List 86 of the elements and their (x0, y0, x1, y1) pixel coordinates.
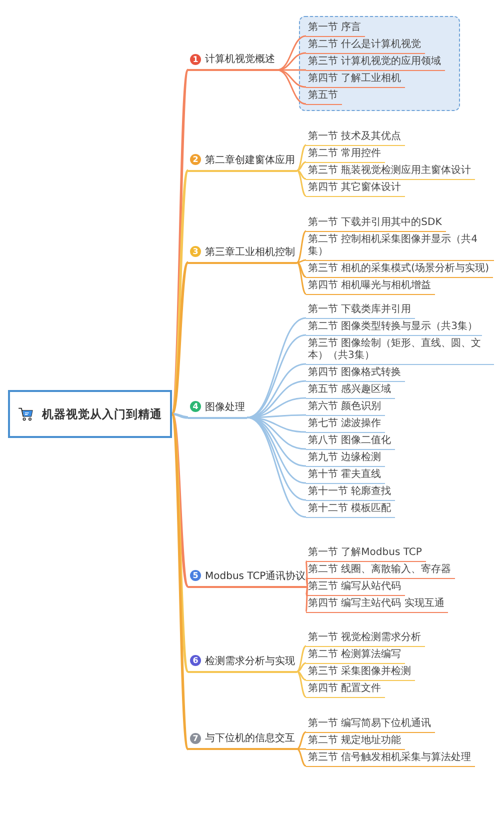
number-badge: 4 (190, 401, 201, 412)
branch-title: 计算机视觉概述 (205, 52, 275, 66)
subtopic-label: 第三节 采集图像并检测 (306, 666, 416, 681)
root-topic (8, 390, 172, 438)
branch-line (296, 662, 306, 672)
branch-line (276, 35, 306, 71)
subtopic-label: 第七节 滤波操作 (306, 418, 386, 433)
subtopic-label: 第四节 图像格式转换 (306, 367, 406, 382)
branch-line (170, 413, 190, 588)
subtopic-label: 第四节 编写主站代码 实现互通 (306, 598, 448, 613)
subtopic-label: 第一节 视觉检测需求分析 (306, 632, 426, 647)
branch-line (305, 578, 308, 587)
subtopic-label: 第十一节 轮廓查找 (306, 486, 396, 501)
subtopic-label: 第二节 规定地址功能 (306, 735, 406, 750)
branch-line (170, 414, 190, 750)
root-title: 机器视觉从入门到精通 (42, 406, 162, 422)
branch-line (305, 586, 308, 612)
subtopic-label: 第三节 计算机视觉的应用领域 (306, 56, 446, 71)
branch-line (296, 230, 306, 264)
branch-topic (188, 568, 308, 588)
subtopic-label: 第三节 相机的采集模式(场景分析与实现) (306, 263, 493, 278)
subtopic-label: 第一节 下载并引用其中的SDK (306, 217, 446, 232)
subtopic-label: 第三节 图像绘制（矩形、直线、圆、文本）（共3集） (306, 338, 494, 365)
branch-topic (188, 244, 297, 264)
branch-line (296, 645, 306, 672)
subtopic-label: 第五节 (306, 90, 342, 105)
branch-title: 图像处理 (205, 400, 245, 414)
subtopic-label: 第一节 序言 (306, 22, 366, 37)
branch-line (296, 259, 306, 264)
subtopic-label: 第九节 边缘检测 (306, 452, 386, 467)
branch-title: Modbus TCP通讯协议 (205, 570, 306, 582)
number-badge: 3 (190, 246, 201, 257)
number-badge: 6 (190, 655, 201, 666)
subtopic-label: 第十二节 模板匹配 (306, 503, 396, 518)
branch-line (296, 170, 306, 180)
subtopic-label: 第六节 颜色识别 (306, 401, 386, 416)
subtopic-label: 第二节 线圈、离散输入、寄存器 (306, 564, 456, 579)
branch-line (296, 670, 306, 681)
branch-line (170, 170, 190, 414)
subtopic-label: 第四节 相机曝光与相机增益 (306, 280, 436, 295)
branch-line (296, 170, 306, 197)
number-badge: 5 (190, 570, 201, 581)
branch-line (296, 161, 306, 172)
subtopic-label: 第十节 霍夫直线 (306, 469, 386, 484)
branch-line (170, 262, 190, 415)
subtopic-label: 第二节 常用控件 (306, 148, 386, 163)
branch-topic (188, 52, 277, 71)
branch-line (276, 69, 306, 105)
subtopic-label: 第一节 下载类库并引用 (306, 304, 416, 319)
branch-line (246, 416, 306, 518)
branch-line (170, 414, 190, 672)
branch-topic (188, 654, 297, 672)
subtopic-label: 第八节 图像二值化 (306, 435, 396, 450)
subtopic-label: 第二节 控制相机采集图像并显示（共4集） (306, 234, 494, 261)
subtopic-label: 第一节 技术及其优点 (306, 131, 406, 146)
branch-line (296, 748, 306, 767)
branch-line (172, 412, 188, 419)
branch-title: 与下位机的信息交互 (205, 732, 295, 745)
branch-topic (188, 731, 297, 750)
branch-line (296, 262, 306, 278)
branch-topic (188, 400, 247, 418)
subtopic-label: 第四节 配置文件 (306, 683, 386, 698)
subtopic-label: 第三节 编写从站代码 (306, 581, 406, 596)
subtopic-label: 第三节 信号触发相机采集与算法处理 (306, 752, 476, 767)
branch-line (296, 262, 306, 295)
branch-line (297, 748, 306, 750)
subtopic-label: 第五节 感兴趣区域 (306, 384, 396, 399)
branch-line (296, 731, 306, 750)
subtopic-label: 第二节 图像类型转换与显示（共3集） (306, 321, 482, 336)
branch-title: 检测需求分析与实现 (205, 654, 295, 668)
subtopic-label: 第四节 了解工业相机 (306, 73, 406, 88)
subtopic-label: 第二节 什么是计算机视觉 (306, 39, 426, 54)
subtopic-label: 第四节 其它窗体设计 (306, 182, 406, 197)
branch-line (296, 144, 306, 172)
branch-title: 第二章创建窗体应用 (205, 154, 295, 166)
branch-line (296, 670, 306, 698)
dashed-boundary (299, 16, 460, 111)
number-badge: 7 (190, 732, 201, 744)
subtopic-label: 第二节 检测算法编写 (306, 649, 406, 664)
branch-title: 第三章工业相机控制 (205, 246, 295, 258)
subtopic-label: 第三节 瓶装视觉检测应用主窗体设计 (306, 165, 476, 180)
number-badge: 1 (190, 54, 201, 64)
subtopic-label: 第一节 编写简易下位机通讯 (306, 718, 436, 733)
number-badge: 2 (190, 154, 201, 165)
subtopic-label: 第一节 了解Modbus TCP (306, 547, 426, 562)
branch-topic (188, 152, 297, 172)
